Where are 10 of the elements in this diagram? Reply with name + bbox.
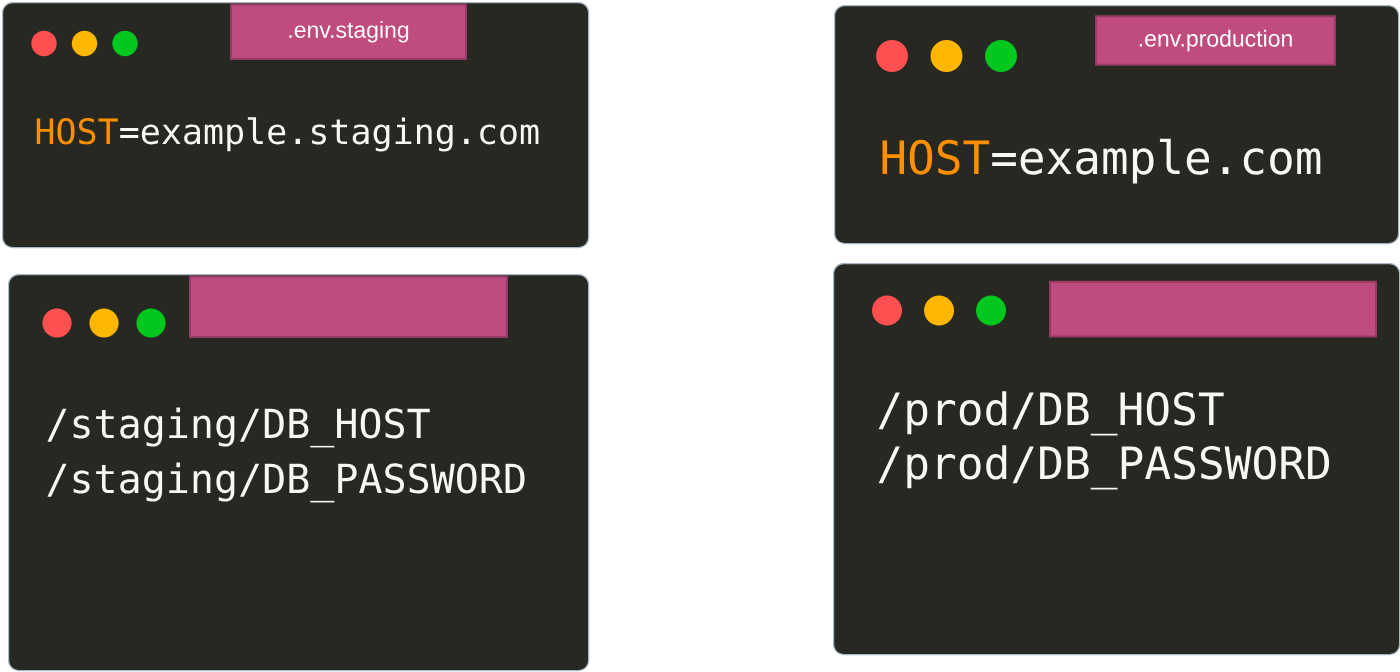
code-line: /prod/DB_HOST <box>878 391 1224 436</box>
label-tag <box>189 275 508 338</box>
code-line: /prod/DB_PASSWORD <box>878 445 1330 490</box>
code-line: /staging/DB_HOST <box>47 407 430 448</box>
label-tag: .env.staging <box>230 3 467 60</box>
code-line: /staging/DB_PASSWORD <box>47 462 525 503</box>
label-tag: .env.production <box>1095 15 1336 66</box>
code-line: HOST=example.staging.com <box>36 117 539 152</box>
label-tag <box>1049 280 1377 338</box>
code-line: HOST=example.com <box>882 138 1321 184</box>
